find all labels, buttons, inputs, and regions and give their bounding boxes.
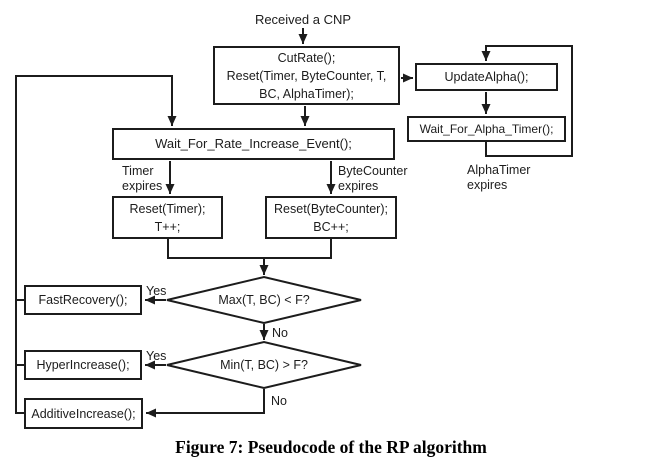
- edge-label-timer-expires: Timer expires: [122, 164, 163, 193]
- edge-label-no-max: No: [272, 326, 288, 340]
- decision-max-label: Max(T, BC) < F?: [218, 293, 310, 307]
- node-wait-alpha-timer: Wait_For_Alpha_Timer();: [407, 116, 566, 142]
- node-update-alpha: UpdateAlpha();: [415, 63, 558, 91]
- node-hyper-increase-label: HyperIncrease();: [36, 358, 130, 372]
- decision-max-diamond: [166, 275, 362, 325]
- node-update-alpha-label: UpdateAlpha();: [444, 70, 529, 84]
- node-reset-timer-label: Reset(Timer); T++;: [129, 201, 206, 234]
- edge-label-yes-min: Yes: [146, 349, 167, 363]
- start-label-received-cnp: Received a CNP: [254, 12, 352, 27]
- node-additive-increase-label: AdditiveIncrease();: [31, 406, 136, 421]
- edge-label-alphatimer-expires: AlphaTimer expires: [467, 163, 531, 192]
- decision-min-diamond: [166, 340, 362, 390]
- decision-min-label: Min(T, BC) > F?: [220, 358, 308, 372]
- node-wait-rate-increase-label: Wait_For_Rate_Increase_Event();: [155, 136, 352, 151]
- figure-caption: Figure 7: Pseudocode of the RP algorithm: [175, 437, 487, 457]
- edge-label-yes-max: Yes: [146, 284, 167, 298]
- node-wait-alpha-timer-label: Wait_For_Alpha_Timer();: [419, 122, 554, 136]
- edge-label-no-min: No: [271, 394, 287, 408]
- node-wait-rate-increase: Wait_For_Rate_Increase_Event();: [112, 128, 395, 160]
- node-reset-timer: Reset(Timer); T++;: [112, 196, 223, 239]
- node-fast-recovery: FastRecovery();: [24, 285, 142, 315]
- node-reset-bytecounter-label: Reset(ByteCounter); BC++;: [274, 201, 388, 234]
- node-fast-recovery-label: FastRecovery();: [38, 293, 128, 307]
- node-hyper-increase: HyperIncrease();: [24, 350, 142, 380]
- node-reset-bytecounter: Reset(ByteCounter); BC++;: [265, 196, 397, 239]
- edge-label-bytecounter-expires: ByteCounter expires: [338, 164, 408, 193]
- node-additive-increase: AdditiveIncrease();: [24, 398, 143, 429]
- node-cut-rate-label: CutRate(); Reset(Timer, ByteCounter, T, …: [226, 50, 387, 101]
- node-cut-rate: CutRate(); Reset(Timer, ByteCounter, T, …: [213, 46, 400, 105]
